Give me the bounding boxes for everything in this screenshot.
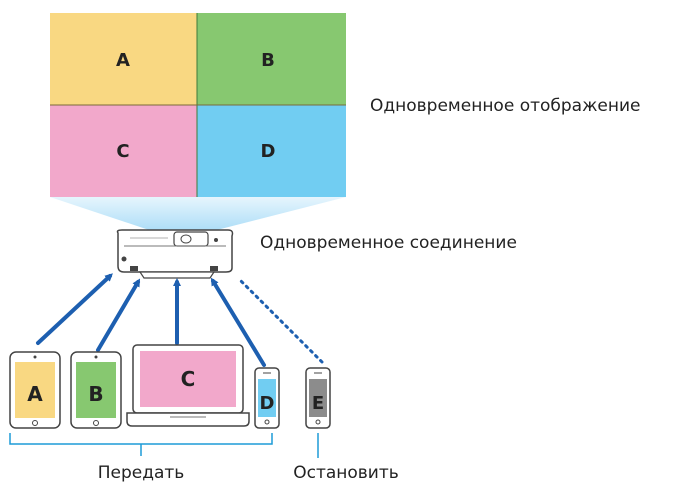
arrow-b (96, 278, 141, 352)
phone-d: D (254, 367, 280, 429)
laptop-c: C (126, 344, 250, 427)
transmit-bracket (9, 433, 273, 456)
device-label-c: C (181, 367, 196, 391)
connection-arrows (36, 273, 266, 367)
screen-quadrant-d (197, 105, 346, 197)
screen-label-b: B (261, 50, 275, 71)
arrow-a (36, 273, 113, 345)
simultaneous-display-label: Одновременное отображение (370, 96, 641, 116)
screen-quadrant-a (50, 13, 197, 105)
screen-label-a: A (116, 50, 130, 71)
dotted-link-e (236, 276, 324, 364)
tablet-a: A (9, 351, 61, 429)
arrow-d (210, 277, 266, 367)
stop-label: Остановить (293, 463, 399, 483)
device-label-d: D (260, 393, 275, 414)
projection-beam (50, 197, 346, 233)
projector-icon (116, 229, 234, 279)
device-label-e: E (312, 393, 324, 414)
transmit-label: Передать (98, 463, 185, 483)
screen-quadrant-b (197, 13, 346, 105)
device-label-b: B (88, 382, 103, 406)
screen-label-d: D (261, 141, 276, 162)
phone-e: E (305, 367, 331, 429)
projected-screen: A B C D (50, 13, 346, 197)
screen-quadrant-c (50, 105, 197, 197)
tablet-b: B (70, 351, 122, 429)
device-label-a: A (27, 382, 43, 406)
simultaneous-connection-label: Одновременное соединение (260, 233, 517, 253)
screen-label-c: C (116, 141, 129, 162)
